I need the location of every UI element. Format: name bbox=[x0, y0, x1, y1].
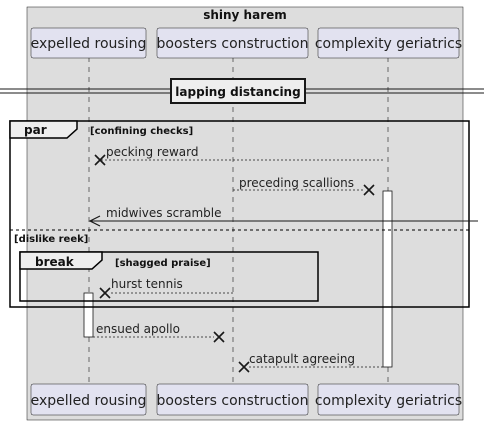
lost-x-icon bbox=[99, 287, 111, 299]
participant-bottom-p2[interactable]: boosters construction bbox=[157, 383, 309, 416]
fragment-break-keyword: break bbox=[35, 255, 75, 269]
box-title: shiny harem bbox=[203, 8, 287, 22]
lost-x-icon bbox=[94, 154, 106, 166]
message-label: hurst tennis bbox=[111, 277, 183, 291]
participant-label: expelled rousing bbox=[31, 36, 147, 52]
fragment-par-else-condition: [dislike reek] bbox=[14, 234, 88, 245]
activation-p1 bbox=[83, 292, 94, 338]
fragment-par-keyword: par bbox=[24, 123, 47, 137]
message-label: midwives scramble bbox=[106, 206, 222, 220]
activation-p3 bbox=[382, 190, 393, 368]
message-hurst-tennis: hurst tennis bbox=[99, 277, 233, 299]
message-catapult-agreeing: catapult agreeing bbox=[238, 352, 383, 373]
message-label: pecking reward bbox=[106, 145, 198, 159]
participant-top-p1[interactable]: expelled rousing bbox=[31, 27, 147, 59]
message-midwives-scramble: midwives scramble bbox=[88, 206, 478, 227]
fragment-break-condition: [shagged praise] bbox=[115, 258, 211, 269]
message-ensued-apollo: ensued apollo bbox=[93, 322, 225, 343]
message-label: ensued apollo bbox=[96, 322, 180, 336]
participant-label: complexity geriatrics bbox=[315, 36, 462, 52]
arrowhead-icon bbox=[88, 215, 101, 227]
participant-label: boosters construction bbox=[157, 36, 309, 52]
message-preceding-scallions: preceding scallions bbox=[233, 176, 375, 196]
participant-label: boosters construction bbox=[157, 393, 309, 409]
lost-x-icon bbox=[238, 361, 250, 373]
participant-bottom-p3[interactable]: complexity geriatrics bbox=[315, 383, 462, 416]
message-label: catapult agreeing bbox=[249, 352, 355, 366]
fragment-par: par [confining checks] [dislike reek] bbox=[9, 120, 470, 308]
participant-label: expelled rousing bbox=[31, 393, 147, 409]
divider-lapping-distancing: lapping distancing bbox=[0, 78, 484, 104]
divider-label: lapping distancing bbox=[175, 85, 300, 99]
participant-label: complexity geriatrics bbox=[315, 393, 462, 409]
message-pecking-reward: pecking reward bbox=[94, 145, 383, 166]
fragment-par-condition: [confining checks] bbox=[90, 126, 193, 137]
participant-top-p2[interactable]: boosters construction bbox=[157, 27, 309, 59]
participant-bottom-p1[interactable]: expelled rousing bbox=[31, 383, 147, 416]
fragment-break: break [shagged praise] bbox=[19, 251, 319, 302]
participant-top-p3[interactable]: complexity geriatrics bbox=[315, 27, 462, 59]
message-label: preceding scallions bbox=[239, 176, 354, 190]
box-shiny-harem bbox=[26, 6, 464, 421]
lost-x-icon bbox=[363, 184, 375, 196]
lost-x-icon bbox=[213, 331, 225, 343]
